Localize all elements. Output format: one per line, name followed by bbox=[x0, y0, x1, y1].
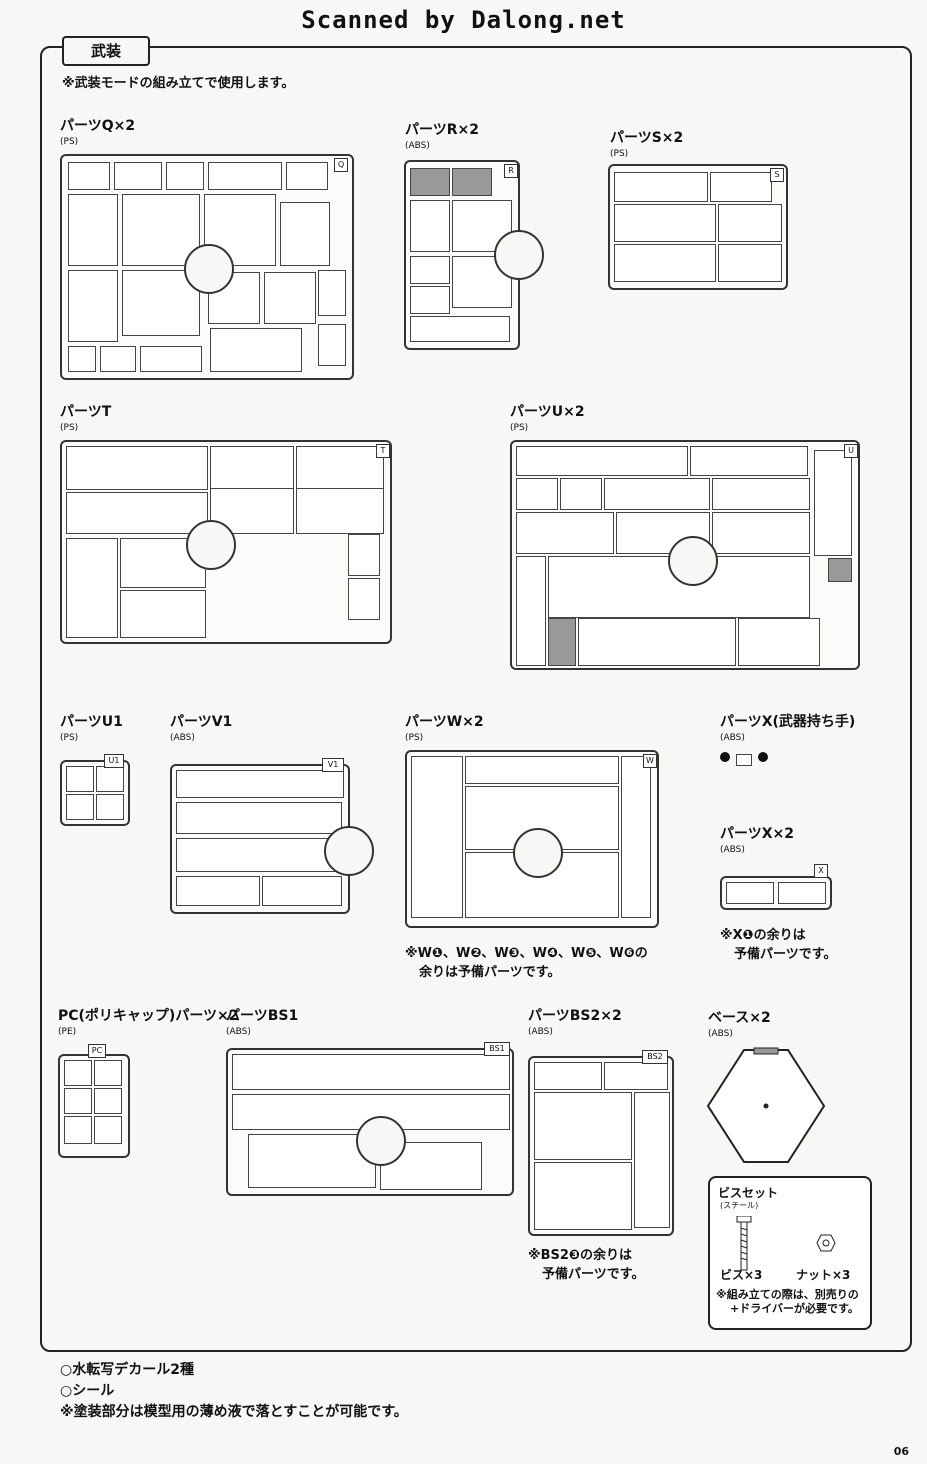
weapons-section-frame bbox=[40, 46, 912, 1352]
x-spare-note: ※X❶の余りは 予備パーツです。 bbox=[720, 928, 837, 962]
footer-decal: ○水転写デカール2種 bbox=[60, 1362, 194, 1378]
part-label-pc: PC(ポリキャップ)パーツ×2(PE) bbox=[58, 1008, 239, 1037]
footer-sticker: ○シール bbox=[60, 1383, 115, 1399]
sprue-w: W bbox=[405, 750, 659, 928]
part-label-x: パーツX×2(ABS) bbox=[720, 826, 794, 855]
x-hand-diagram bbox=[720, 752, 772, 778]
footer-paint-note: ※塗装部分は模型用の薄め液で落とすことが可能です。 bbox=[60, 1404, 408, 1420]
w-spare-note: ※W❶、W❷、W❸、W❹、W❺、W❻の 余りは予備パーツです。 bbox=[405, 946, 648, 980]
part-label-u1: パーツU1(PS) bbox=[60, 714, 123, 743]
part-label-x-hand: パーツX(武器持ち手)(ABS) bbox=[720, 714, 856, 743]
part-label-w: パーツW×2(PS) bbox=[405, 714, 484, 743]
base-diagram bbox=[706, 1047, 826, 1163]
sprue-u1: U1 bbox=[60, 754, 130, 826]
section-title: 武装 bbox=[62, 36, 150, 66]
part-label-r: パーツR×2(ABS) bbox=[405, 122, 479, 151]
part-label-s: パーツS×2(PS) bbox=[610, 130, 684, 159]
bs2-spare-note: ※BS2❸の余りは 予備パーツです。 bbox=[528, 1248, 645, 1282]
part-label-base: ベース×2(ABS) bbox=[708, 1010, 771, 1039]
screw-set-box: ビスセット (スチール) ビス×3 ナット×3 ※組み立ての際は、別売りの +ド… bbox=[708, 1176, 872, 1330]
sprue-pc: PC bbox=[58, 1044, 130, 1158]
sprue-r: R bbox=[404, 160, 544, 350]
sprue-v1: V1 bbox=[170, 758, 374, 914]
page-number: 06 bbox=[893, 1445, 909, 1458]
sprue-t: T bbox=[60, 440, 392, 644]
part-label-t: パーツT(PS) bbox=[60, 404, 112, 433]
part-label-v1: パーツV1(ABS) bbox=[170, 714, 233, 743]
section-note: ※武装モードの組み立てで使用します。 bbox=[62, 76, 295, 91]
part-label-q: パーツQ×2(PS) bbox=[60, 118, 136, 147]
part-label-u: パーツU×2(PS) bbox=[510, 404, 585, 433]
sprue-q: Q bbox=[60, 154, 354, 380]
part-label-bs2: パーツBS2×2(ABS) bbox=[528, 1008, 622, 1037]
sprue-x: X bbox=[720, 864, 832, 910]
sprue-u: U bbox=[510, 440, 860, 670]
footer-notes: ○水転写デカール2種 ○シール ※塗装部分は模型用の薄め液で落とすことが可能です… bbox=[60, 1360, 408, 1423]
screw-icon bbox=[736, 1216, 752, 1271]
nut-icon bbox=[816, 1234, 836, 1252]
scan-banner: Scanned by Dalong.net bbox=[301, 6, 626, 34]
sprue-bs1: BS1 bbox=[226, 1042, 514, 1196]
sprue-s: S bbox=[608, 164, 788, 290]
sprue-bs2: BS2 bbox=[528, 1050, 674, 1236]
part-label-bs1: パーツBS1(ABS) bbox=[226, 1008, 299, 1037]
